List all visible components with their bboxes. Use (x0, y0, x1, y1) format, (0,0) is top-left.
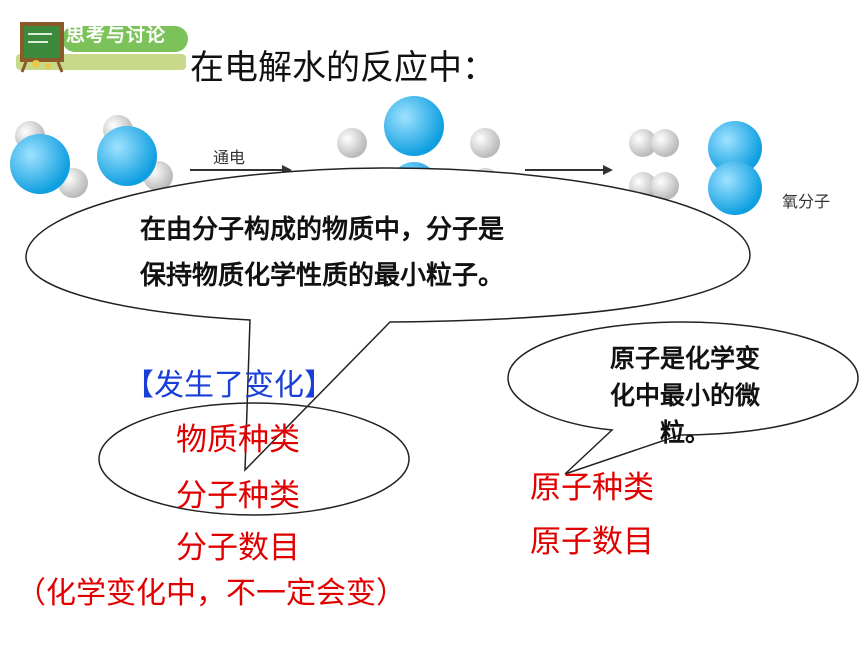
changed-item-3: 分子数目 (176, 530, 300, 566)
unchanged-item-1: 原子种类 (530, 470, 654, 506)
bubble-atom-line1: 原子是化学变 (609, 344, 760, 373)
bubble-atom-line2: 化中最小的微 (609, 381, 760, 410)
bubble-atom-line3: 粒。 (659, 418, 710, 447)
bubble-atom-text: 原子是化学变 化中最小的微 粒。 (560, 340, 810, 451)
bubble-molecule-line1: 在由分子构成的物质中，分子是 (140, 215, 505, 245)
footnote: （化学变化中，不一定会变） (16, 576, 406, 611)
arrow-label: 通电 (213, 148, 246, 167)
hydrogen-molecules (629, 129, 679, 200)
changed-section-label: 【发生了变化】 (124, 368, 334, 403)
bubble-molecule-text: 在由分子构成的物质中，分子是 保持物质化学性质的最小粒子。 (140, 207, 660, 299)
oxygen-molecule-label: 氧分子 (782, 192, 831, 211)
changed-item-2: 分子种类 (176, 478, 300, 514)
oval-highlight (98, 402, 410, 516)
oxygen-molecule (708, 121, 762, 215)
water-molecule-2 (97, 115, 173, 191)
unchanged-item-2: 原子数目 (530, 524, 654, 560)
badge-title: 思考与讨论 (66, 24, 167, 46)
speech-bubble-atom (507, 321, 859, 475)
chalkboard-icon (16, 22, 188, 73)
speech-bubble-molecule (25, 167, 751, 472)
bubble-molecule-line2: 保持物质化学性质的最小粒子。 (140, 261, 505, 291)
water-molecule-1 (10, 121, 88, 198)
changed-item-1: 物质种类 (176, 422, 300, 458)
page-title: 在电解水的反应中： (190, 48, 496, 88)
